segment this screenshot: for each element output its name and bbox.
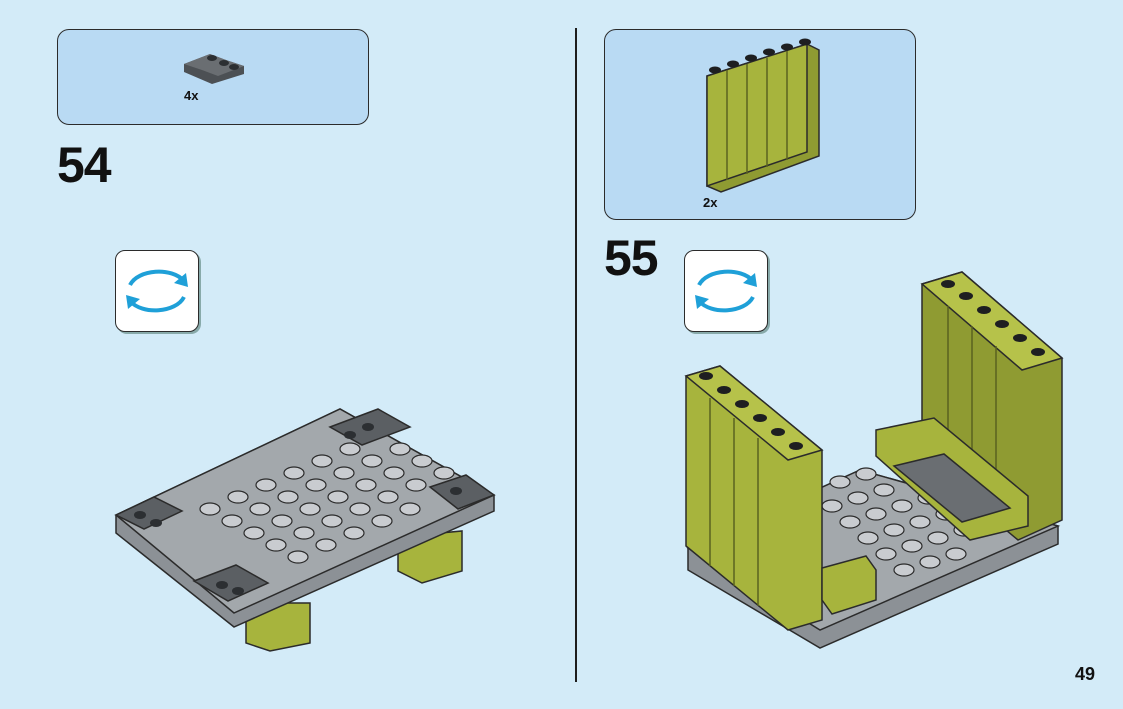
lime-wall-panel-icon [697, 40, 827, 200]
parts-box-step-54: 4x [57, 29, 369, 125]
page-divider [575, 28, 577, 682]
parts-box-step-55: 2x [604, 29, 916, 220]
dark-gray-corner-plate-icon [182, 50, 252, 86]
part-quantity: 4x [184, 88, 198, 103]
step-54-build-illustration [110, 405, 500, 660]
step-55-build-illustration [680, 270, 1065, 655]
rotate-model-icon [122, 261, 192, 321]
page-number: 49 [1075, 664, 1095, 685]
rotate-model-indicator [115, 250, 199, 332]
part-quantity: 2x [703, 195, 717, 210]
step-number: 55 [604, 233, 658, 283]
step-number: 54 [57, 140, 111, 190]
